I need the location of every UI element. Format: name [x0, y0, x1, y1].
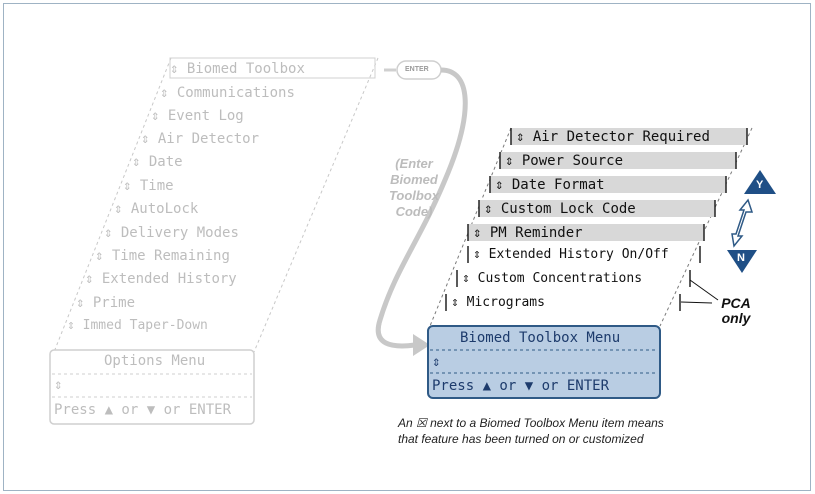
enter-curve-arrow	[375, 67, 468, 349]
left-top-item-box	[169, 57, 376, 79]
options-screen-arrows: ⇕	[54, 377, 63, 393]
row-bg-3	[490, 176, 726, 193]
left-menu-item: ⇕ Time	[123, 178, 174, 194]
pca-only-note: PCA only	[721, 295, 751, 326]
footnote-line-2: that feature has been turned on or custo…	[398, 432, 644, 446]
right-menu-item: ⇕ PM Reminder	[473, 225, 583, 241]
biomed-screen-arrows: ⇕	[432, 354, 441, 370]
biomed-screen-prompt: Press ▲ or ▼ or ENTER	[432, 378, 610, 394]
right-menu-item: ⇕ Date Format	[495, 177, 605, 193]
left-menu-item: ⇕ AutoLock	[114, 201, 199, 217]
enter-arrowhead	[413, 334, 430, 356]
left-menu-item: ⇕ Date	[132, 154, 183, 170]
left-menu-item: ⇕ Air Detector	[141, 131, 260, 147]
enter-caption: (Enter Biomed Toolbox Code)	[388, 156, 440, 219]
left-menu-item: ⇕ Immed Taper-Down	[67, 318, 208, 333]
row-bg-2	[500, 152, 736, 169]
yes-key-triangle[interactable]	[744, 170, 776, 194]
right-menu-item: ⇕ Custom Concentrations	[462, 271, 643, 286]
options-screen-prompt: Press ▲ or ▼ or ENTER	[54, 402, 232, 418]
left-menu-item: ⇕ Biomed Toolbox	[170, 61, 305, 77]
pca-pointer-1	[689, 279, 719, 301]
left-menu-item: ⇕ Delivery Modes	[104, 225, 239, 241]
biomed-screen-title: Biomed Toolbox Menu	[460, 330, 621, 346]
row-bg-1	[511, 128, 747, 145]
no-key-triangle[interactable]	[727, 250, 757, 273]
left-menu-item: ⇕ Prime	[76, 295, 136, 311]
left-menu-item: ⇕ Event Log	[151, 108, 244, 124]
no-key-label: N	[737, 252, 745, 264]
left-guide-left	[53, 57, 172, 353]
row-bars	[445, 128, 748, 311]
options-screen-title: Options Menu	[104, 353, 206, 369]
right-menu-item: ⇕ Extended History On/Off	[473, 247, 669, 262]
right-menu-item: ⇕ Micrograms	[451, 295, 545, 310]
biomed-toolbox-screen	[427, 325, 661, 399]
left-menu-item: ⇕ Time Remaining	[95, 248, 230, 264]
yes-key-label: Y	[756, 179, 764, 191]
row-bg-4	[479, 200, 715, 217]
up-down-arrow-icon	[731, 198, 754, 248]
footnote-line-1: An ☒ next to a Biomed Toolbox Menu item …	[398, 416, 664, 430]
right-menu-item: ⇕ Power Source	[505, 153, 624, 169]
right-menu-item: ⇕ Custom Lock Code	[484, 201, 636, 217]
options-menu-screen	[49, 349, 255, 425]
right-menu-item: ⇕ Air Detector Required	[516, 129, 710, 145]
left-menu-item: ⇕ Communications	[160, 85, 295, 101]
left-guide-right	[253, 57, 379, 353]
enter-key-label: ENTER	[405, 66, 429, 73]
left-menu-item: ⇕ Extended History	[85, 271, 237, 287]
pca-pointer-2	[680, 301, 713, 304]
row-bg-5	[468, 224, 704, 241]
